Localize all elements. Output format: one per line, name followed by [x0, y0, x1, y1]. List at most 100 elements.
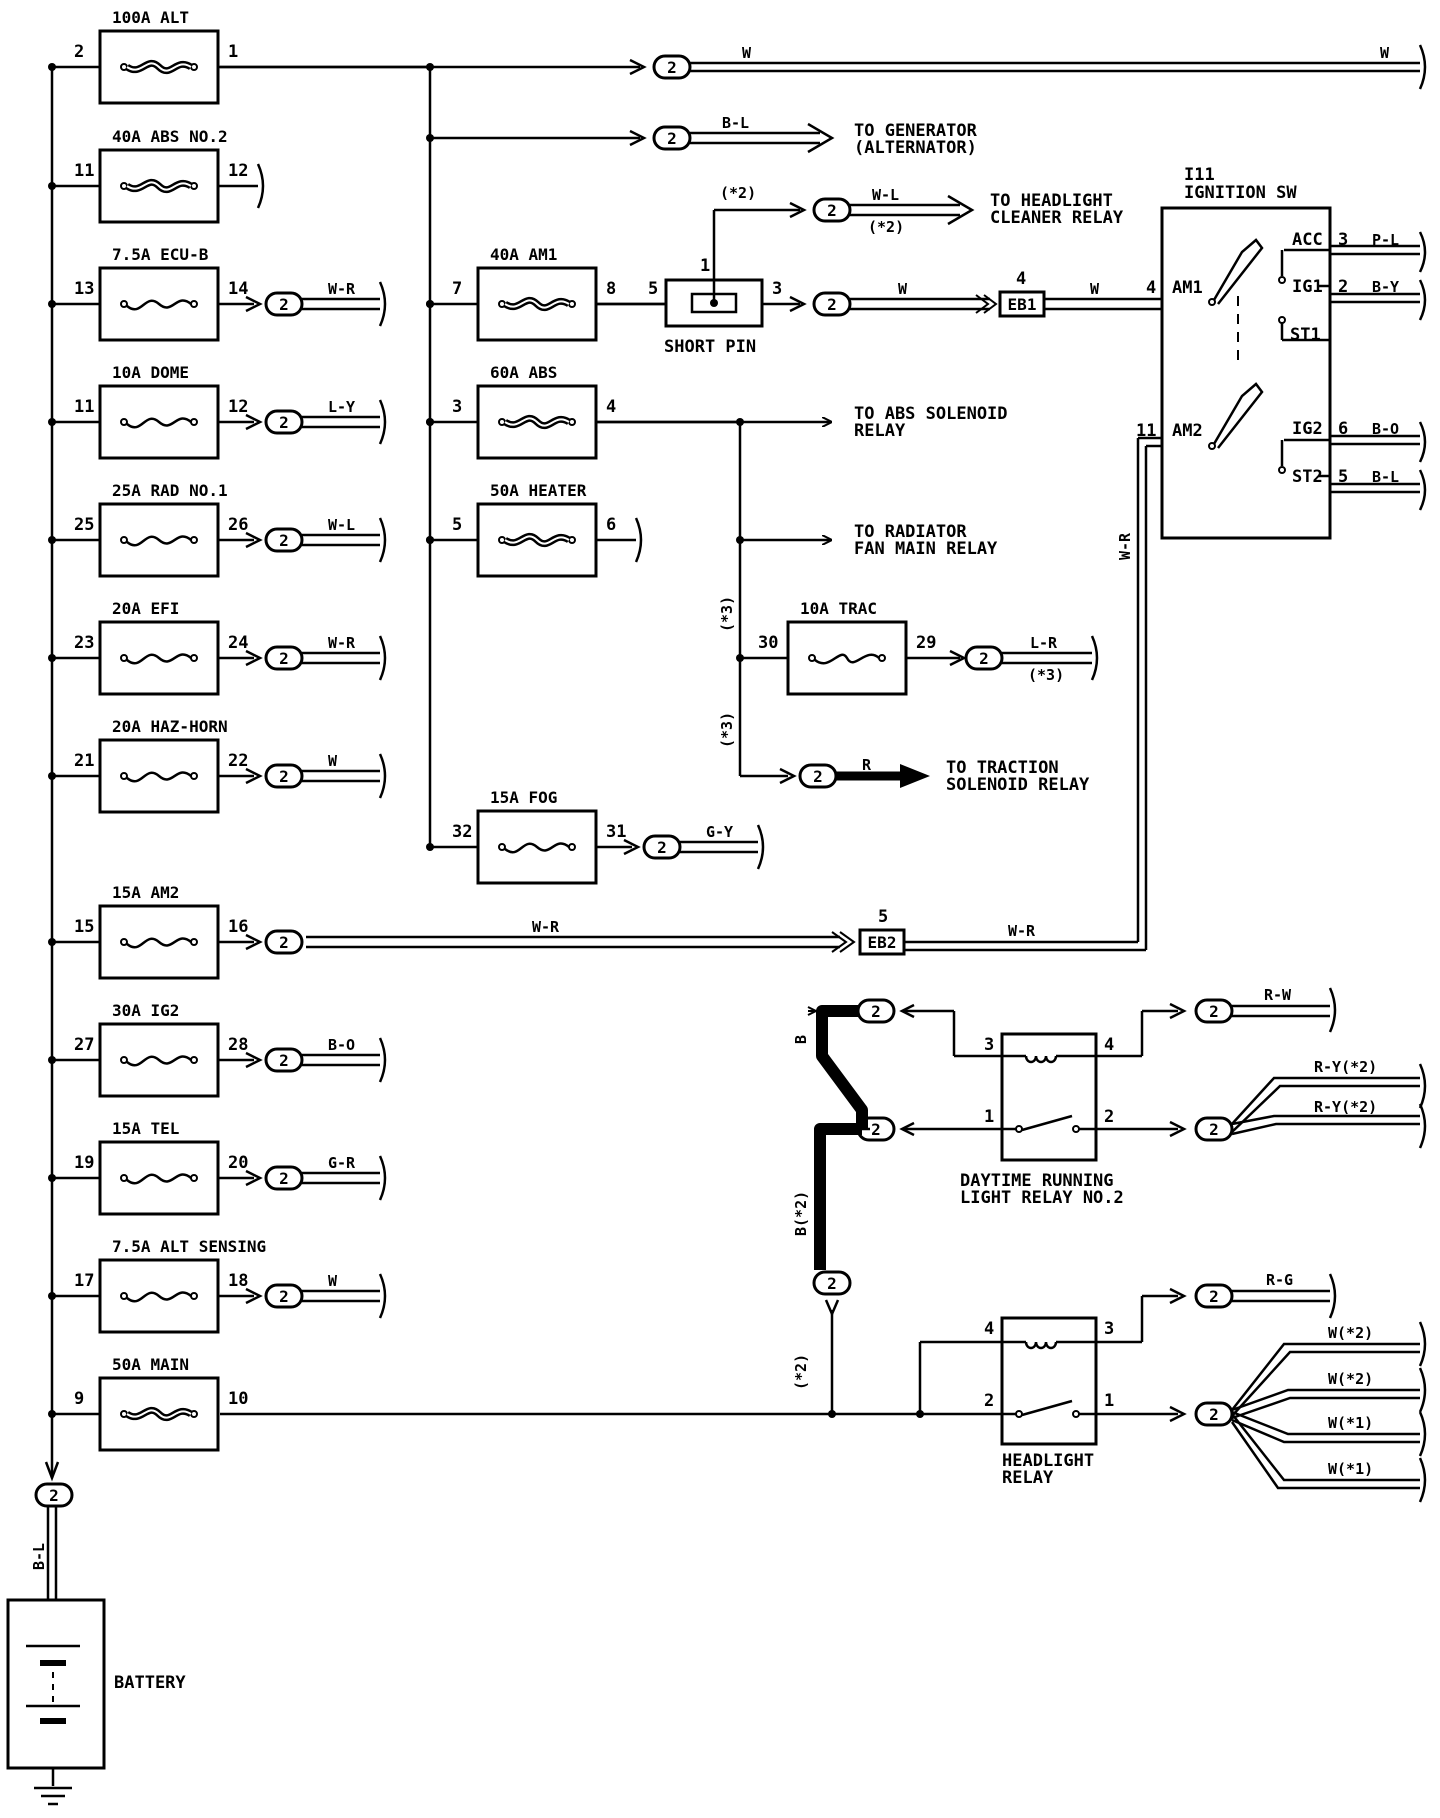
pin-number: 2	[1104, 1107, 1114, 1127]
pin-number: 12	[228, 161, 248, 181]
wire-label: W	[742, 44, 752, 62]
pin-number: 6	[1338, 419, 1348, 439]
destination-label: (ALTERNATOR)	[854, 138, 977, 158]
alt-output-wire: 2 W W	[220, 44, 1427, 90]
fuse-label: 25A RAD NO.1	[112, 481, 228, 500]
note-label: (*3)	[718, 712, 736, 748]
fuse-label: 20A HAZ-HORN	[112, 717, 228, 736]
trac-fuse: 10A TRAC 30 29 2 L-R (*3)	[740, 599, 1099, 696]
connector-label: 2	[279, 413, 289, 432]
fuse-label: 30A IG2	[112, 1001, 179, 1020]
pin-number: 1	[984, 1107, 994, 1127]
connector-label: 2	[667, 129, 677, 148]
connector	[812, 197, 852, 223]
pin-number: 25	[74, 515, 94, 535]
pin-number: 1	[700, 256, 710, 276]
pin-number: 17	[74, 1271, 94, 1291]
fuse-label: 40A AM1	[490, 245, 557, 264]
fuse-label: 50A MAIN	[112, 1355, 189, 1374]
wire-label: G-Y	[706, 823, 733, 841]
connector-label: 2	[1209, 1120, 1219, 1139]
pin-number: 6	[606, 515, 616, 535]
headlight-relay: 4 3 2 1 HEADLIGHT RELAY 2 R-G 2	[220, 1271, 1427, 1503]
wire-label: W-L	[872, 186, 899, 204]
fuse-label: 7.5A ALT SENSING	[112, 1237, 266, 1256]
connector-label: 2	[279, 1169, 289, 1188]
pin-number: 11	[74, 161, 94, 181]
wire-label: W(*2)	[1328, 1370, 1373, 1388]
connector-label: 2	[279, 649, 289, 668]
fuse-label: 10A DOME	[112, 363, 189, 382]
pin-number: 18	[228, 1271, 248, 1291]
connector	[812, 291, 852, 317]
headlight-cleaner-wire: 2 (*2) W-L (*2) TO HEADLIGHT CLEANER REL…	[714, 184, 1124, 236]
wire-label: P-L	[1372, 231, 1399, 249]
relay-title: LIGHT RELAY NO.2	[960, 1188, 1124, 1208]
pin-number: 1	[1104, 1391, 1114, 1411]
ignition-switch: I11 IGNITION SW 4 AM1 11 AM2 ACC IG1 ST1…	[1116, 165, 1427, 950]
connector	[264, 291, 304, 317]
connector-label: 2	[979, 649, 989, 668]
pin-number: 15	[74, 917, 94, 937]
pin-number: 28	[228, 1035, 248, 1055]
connector	[264, 1165, 304, 1191]
wire-label: B-Y	[1372, 278, 1399, 296]
connector-label: 2	[871, 1120, 881, 1139]
fuse-label: 15A TEL	[112, 1119, 179, 1138]
connector-label: 2	[871, 1002, 881, 1021]
wire-label: W-L	[328, 516, 355, 534]
wire-label: B-L	[30, 1543, 48, 1570]
wire-label: B-L	[1372, 468, 1399, 486]
wire-label: W-R	[1116, 532, 1134, 560]
wire-label: R-Y(*2)	[1314, 1058, 1377, 1076]
connector-label: 2	[1209, 1287, 1219, 1306]
ignition-switch-title: IGNITION SW	[1184, 183, 1297, 203]
pin-number: 4	[606, 397, 616, 417]
pin-number: 11	[74, 397, 94, 417]
terminal-label: AM1	[1172, 278, 1203, 298]
battery: 2 B-L BATTERY	[6, 1461, 186, 1806]
pin-number: 24	[228, 633, 248, 653]
pin-number: 9	[74, 1389, 84, 1409]
short-pin: 1 5 3 SHORT PIN	[596, 210, 782, 357]
pin-number: 11	[1136, 421, 1156, 441]
connector-label: 2	[279, 933, 289, 952]
relay-title: HEADLIGHT	[1002, 1451, 1094, 1471]
destination-label: FAN MAIN RELAY	[854, 539, 998, 559]
terminal-label: ST1	[1290, 325, 1321, 345]
note-label: (*2)	[868, 218, 904, 236]
connector-label: 2	[1209, 1405, 1219, 1424]
connector	[264, 645, 304, 671]
pin-number: 3	[984, 1035, 994, 1055]
destination-label: RELAY	[854, 421, 906, 441]
pin-number: 5	[648, 279, 658, 299]
pin-number: 12	[228, 397, 248, 417]
connector	[652, 54, 692, 80]
connector	[264, 929, 304, 955]
pin-number: 16	[228, 917, 248, 937]
terminal-label: ACC	[1292, 230, 1323, 250]
wire-label: W	[898, 280, 908, 298]
short-pin-label: SHORT PIN	[664, 337, 756, 357]
pin-number: 2	[1338, 277, 1348, 297]
connector-label: 2	[813, 767, 823, 786]
connector	[264, 527, 304, 553]
note-label: (*2)	[792, 1354, 810, 1390]
wire-label: L-R	[1030, 634, 1058, 652]
pin-number: 4	[1146, 278, 1156, 298]
wire-label: W(*1)	[1328, 1414, 1373, 1432]
wire-label: B-O	[328, 1036, 355, 1054]
pin-number: 2	[74, 42, 84, 62]
wire-label: W-R	[532, 918, 560, 936]
wire-label: W-R	[328, 634, 356, 652]
fuse-label: 20A EFI	[112, 599, 179, 618]
connector-label: 2	[667, 58, 677, 77]
